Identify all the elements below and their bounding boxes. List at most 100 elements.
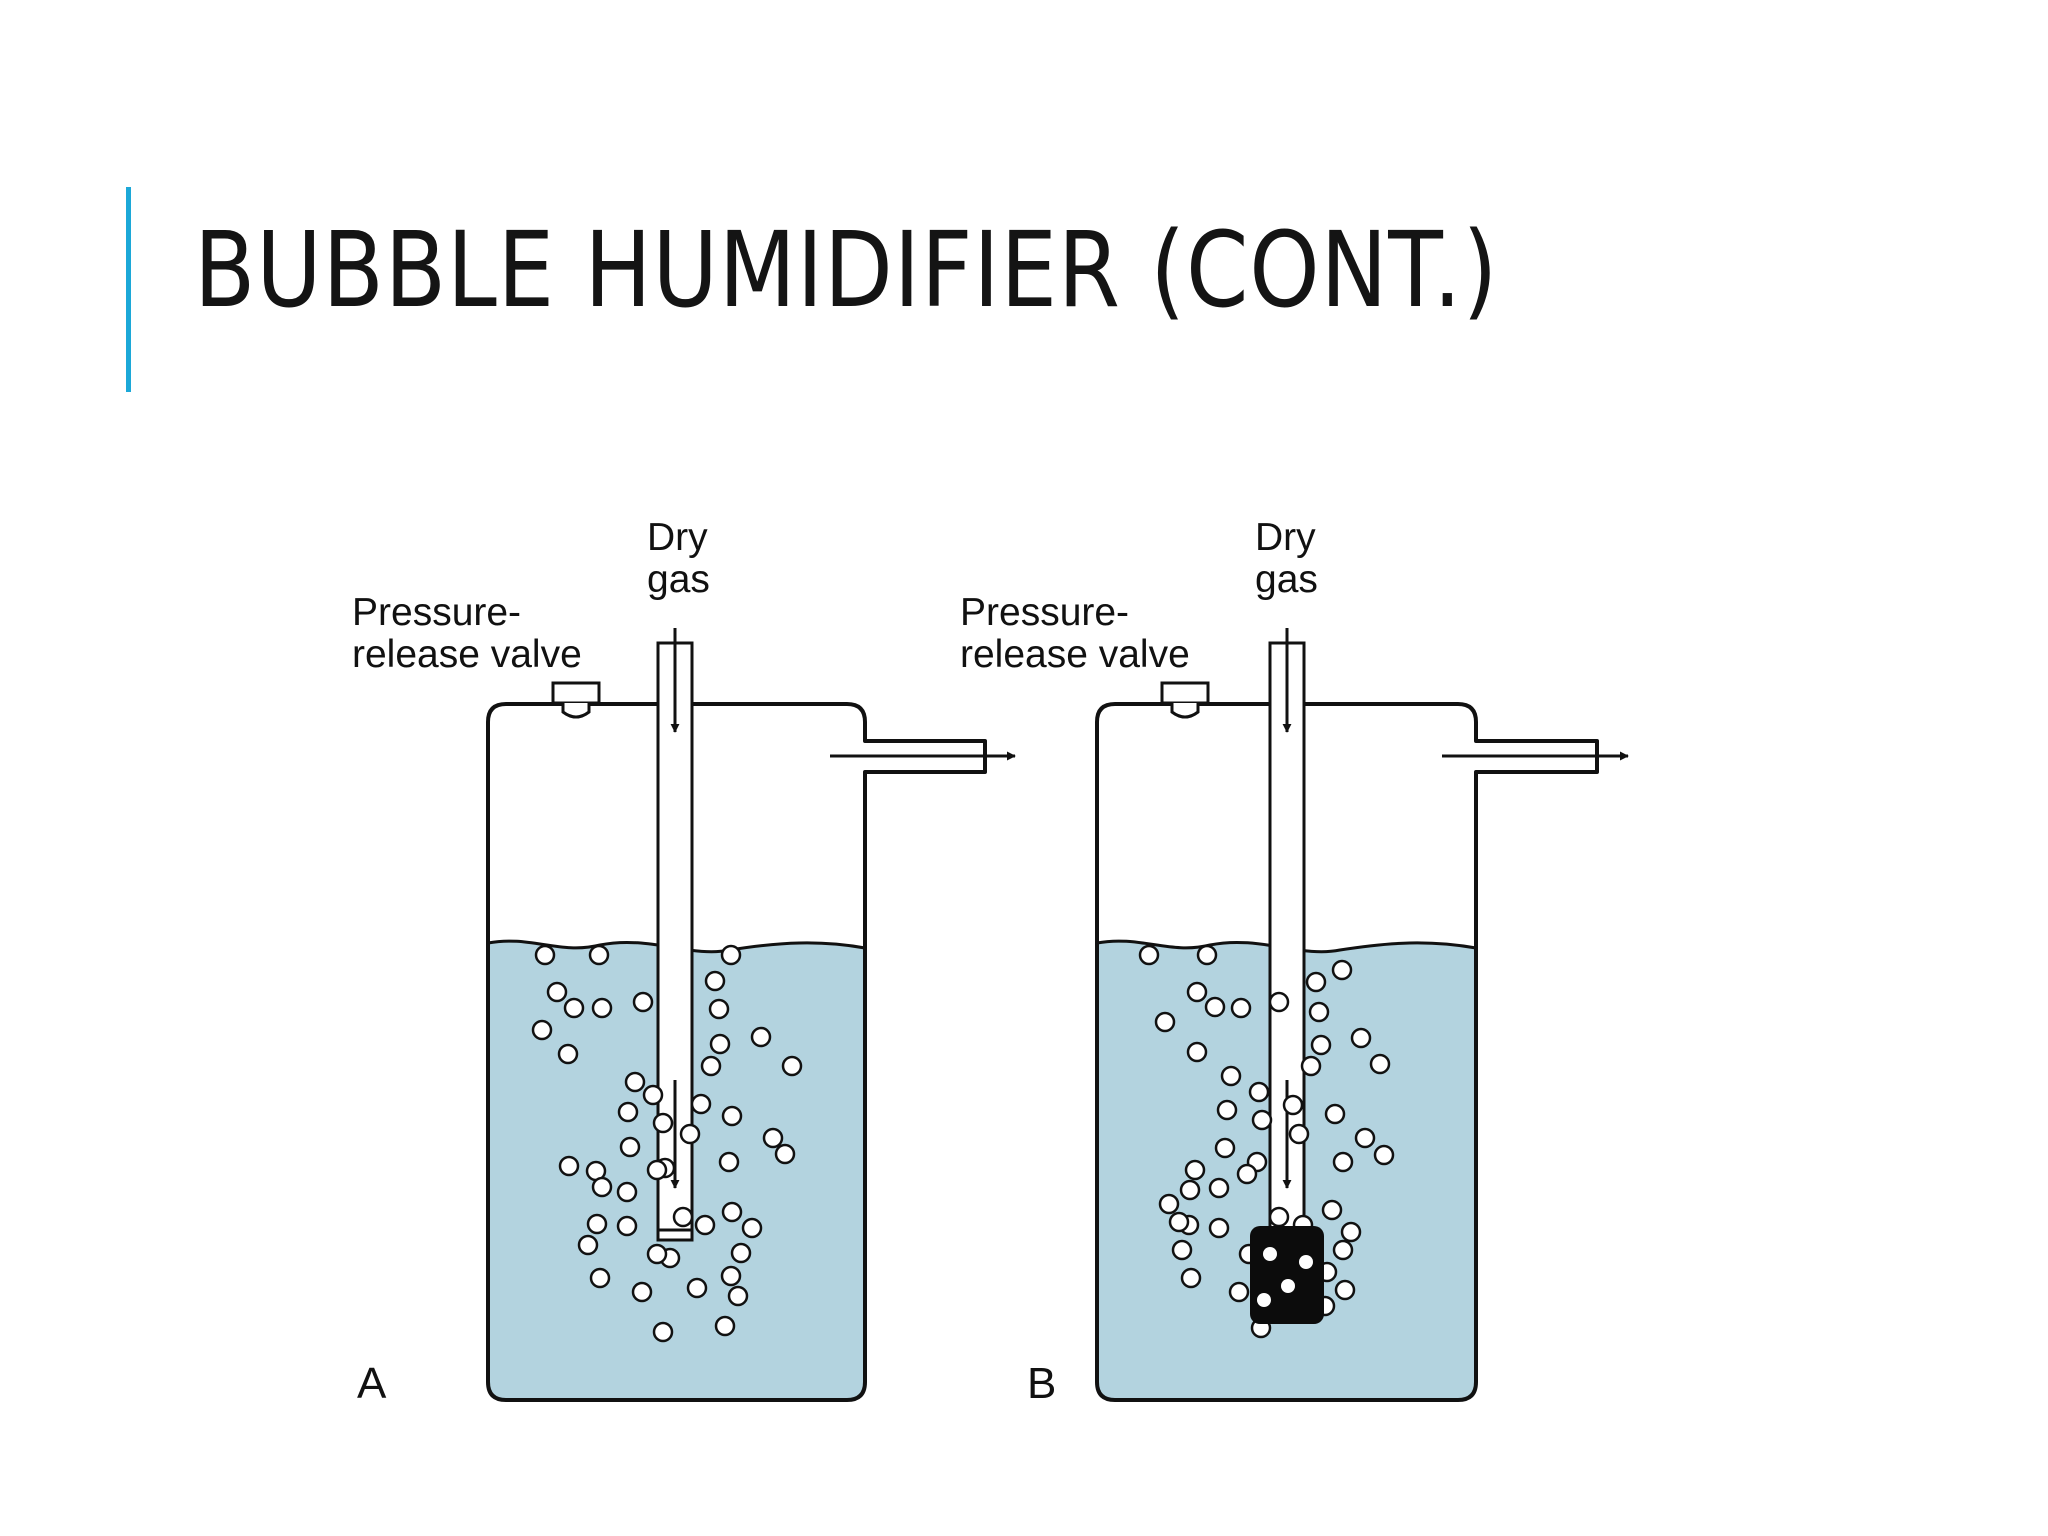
bubble [1154,1011,1176,1033]
bubble [1184,1159,1206,1181]
bubble [531,1019,553,1041]
bubble [714,1315,736,1337]
humidifier-jar [486,702,987,1402]
bubble [642,1084,664,1106]
bubble [1208,1177,1230,1199]
bubble [721,1201,743,1223]
bubble [762,1127,784,1149]
bubble [708,998,730,1020]
bubble [617,1101,639,1123]
bubble [1179,1179,1201,1201]
bubble [1331,959,1353,981]
porous-diffuser-block [1250,1226,1324,1324]
bubble [1186,981,1208,1003]
bubble [652,1321,674,1343]
panel-letter: A [357,1359,387,1408]
bubble [700,1055,722,1077]
bubble [781,1055,803,1077]
bubble [631,1281,653,1303]
bubble [1321,1199,1343,1221]
bubble [1138,944,1160,966]
bubble [557,1043,579,1065]
pressure-release-valve [1160,681,1210,705]
bubble [563,997,585,1019]
bubble [534,944,556,966]
bubble [591,997,613,1019]
valve-label-line2: release valve [352,633,582,676]
bubble [1334,1279,1356,1301]
bubble [1196,944,1218,966]
bubble [704,970,726,992]
bubble [730,1242,752,1264]
bubble [1354,1127,1376,1149]
bubble [1220,1065,1242,1087]
bubble [686,1277,708,1299]
bubble [1186,1041,1208,1063]
bubble [1180,1267,1202,1289]
bubble [1340,1221,1362,1243]
bubble [750,1026,772,1048]
bubble [1324,1103,1346,1125]
bubble [1288,1123,1310,1145]
bubble [1216,1099,1238,1121]
bubble [672,1206,694,1228]
bubble [1228,1281,1250,1303]
bubble [632,991,654,1013]
bubble [619,1136,641,1158]
bubble [1204,996,1226,1018]
bubble [1282,1094,1304,1116]
bubble [588,944,610,966]
bubble [718,1151,740,1173]
slide-title: BUBBLE HUMIDIFIER (CONT.) [194,209,1499,331]
bubble [546,981,568,1003]
gas-label-line1: Dry [647,516,708,559]
humidifier-jar [1095,702,1599,1402]
bubble [694,1214,716,1236]
gas-label-line2: gas [647,558,710,601]
bubble [1230,997,1252,1019]
bubble [720,1265,742,1287]
valve-label-line2: release valve [960,633,1190,676]
bubble [1369,1053,1391,1075]
bubble [1158,1193,1180,1215]
bubble [679,1123,701,1145]
panel-a: Pressure- release valve Dry gas A [352,516,1016,1408]
bubble [624,1071,646,1093]
bubble [1300,1055,1322,1077]
title-accent-bar [126,187,131,392]
bubble [1268,991,1290,1013]
bubble [586,1213,608,1235]
bubble [1310,1034,1332,1056]
bubble [720,944,742,966]
bubble [774,1143,796,1165]
bubble [591,1176,613,1198]
bubble [1251,1109,1273,1131]
bubble [589,1267,611,1289]
bubble [1332,1239,1354,1261]
bubble [616,1181,638,1203]
bubble [741,1217,763,1239]
bubble [616,1215,638,1237]
valve-label-line1: Pressure- [960,591,1129,634]
panel-letter: B [1027,1359,1056,1408]
panel-b: Pressure- release valve Dry gas B [960,516,1629,1408]
bubble [558,1155,580,1177]
bubble [1332,1151,1354,1173]
bubble [577,1234,599,1256]
bubble [727,1285,749,1307]
bubble [690,1093,712,1115]
bubble [1208,1217,1230,1239]
bubble [709,1033,731,1055]
bubble [646,1243,668,1265]
bubble [721,1105,743,1127]
bubble [1214,1137,1236,1159]
pressure-release-valve [551,681,601,705]
bubble [1248,1081,1270,1103]
bubble [652,1112,674,1134]
bubble [646,1159,668,1181]
bubble [1373,1144,1395,1166]
bubble [1171,1239,1193,1261]
bubble [1308,1001,1330,1023]
bubble [1236,1163,1258,1185]
